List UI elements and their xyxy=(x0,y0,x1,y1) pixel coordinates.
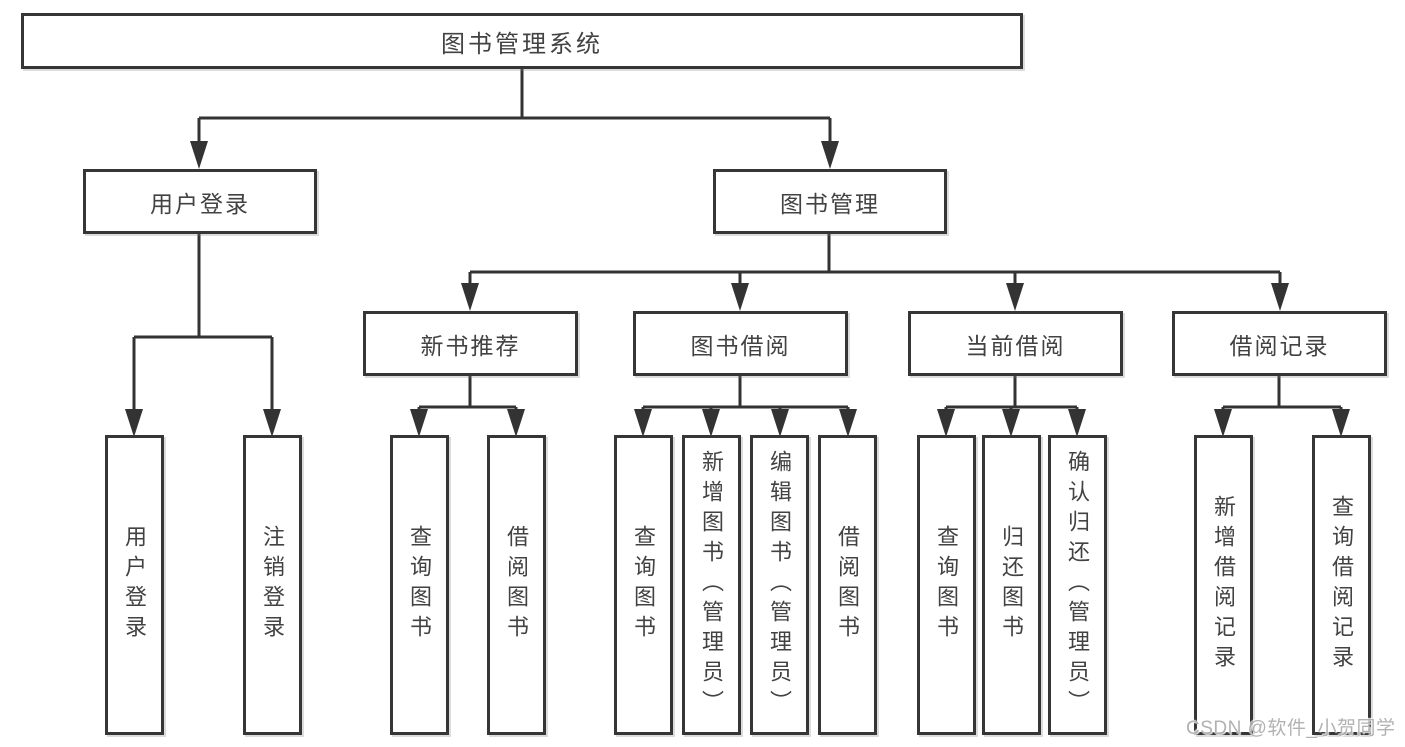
leaf-confirm-return-admin: 确认归还（管理员） xyxy=(1048,435,1107,735)
arrowhead-icon xyxy=(190,141,208,169)
connector-root-to-level2 xyxy=(197,69,832,144)
node-label: 借阅图书 xyxy=(504,525,530,645)
arrowhead-icon xyxy=(1214,409,1232,437)
arrowhead-icon xyxy=(634,409,652,437)
leaf-borrow-books-recommend: 借阅图书 xyxy=(487,435,546,735)
node-label: 图书管理系统 xyxy=(441,30,603,58)
arrowhead-icon xyxy=(1006,283,1024,311)
connector-book-borrow-to-leaves xyxy=(641,376,850,414)
node-label: 用户登录 xyxy=(150,190,250,217)
watermark: CSDN @软件_小贺同学 xyxy=(1186,718,1396,739)
node-label: 图书借阅 xyxy=(690,332,791,359)
connector-current-borrow-to-leaves xyxy=(944,376,1079,414)
arrowhead-icon xyxy=(1002,409,1020,437)
connector-borrow-records-to-leaves xyxy=(1221,376,1343,414)
connector-new-book-recommend-to-leaves xyxy=(417,376,518,414)
node-label: 确认归还（管理员） xyxy=(1065,450,1091,720)
node-root-system: 图书管理系统 xyxy=(21,13,1023,69)
node-book-management: 图书管理 xyxy=(713,169,947,234)
node-label: 编辑图书（管理员） xyxy=(767,450,793,720)
leaf-user-login: 用户登录 xyxy=(105,435,164,735)
node-label: 查询图书 xyxy=(407,525,433,645)
leaf-edit-books-admin: 编辑图书（管理员） xyxy=(750,435,809,735)
node-label: 注销登录 xyxy=(260,525,286,645)
node-borrow-records: 借阅记录 xyxy=(1172,311,1387,376)
leaf-query-borrow-record: 查询借阅记录 xyxy=(1312,435,1371,735)
node-label: 归还图书 xyxy=(999,525,1025,645)
node-label: 用户登录 xyxy=(122,525,148,645)
arrowhead-icon xyxy=(125,409,143,437)
leaf-query-books-current: 查询图书 xyxy=(917,435,976,735)
arrowhead-icon xyxy=(1271,283,1289,311)
arrowhead-icon xyxy=(461,283,479,311)
node-label: 新书推荐 xyxy=(420,332,521,359)
node-label: 新增图书（管理员） xyxy=(699,450,725,720)
node-label: 图书管理 xyxy=(780,190,880,217)
node-label: 借阅记录 xyxy=(1229,332,1330,359)
leaf-return-books: 归还图书 xyxy=(982,435,1041,735)
node-user-login: 用户登录 xyxy=(83,169,317,234)
arrowhead-icon xyxy=(263,409,281,437)
arrowhead-icon xyxy=(507,409,525,437)
arrowhead-icon xyxy=(1332,409,1350,437)
node-label: 新增借阅记录 xyxy=(1211,495,1237,675)
arrowhead-icon xyxy=(1068,409,1086,437)
node-label: 当前借阅 xyxy=(965,332,1066,359)
arrowhead-icon xyxy=(839,409,857,437)
node-new-book-recommend: 新书推荐 xyxy=(363,311,578,376)
node-current-borrow: 当前借阅 xyxy=(908,311,1123,376)
node-label: 查询图书 xyxy=(631,525,657,645)
node-label: 借阅图书 xyxy=(835,525,861,645)
leaf-add-books-admin: 新增图书（管理员） xyxy=(682,435,741,735)
leaf-logout: 注销登录 xyxy=(243,435,302,735)
arrowhead-icon xyxy=(410,409,428,437)
arrowhead-icon xyxy=(771,409,789,437)
leaf-query-books-borrow: 查询图书 xyxy=(614,435,673,735)
arrowhead-icon xyxy=(702,409,720,437)
leaf-borrow-books: 借阅图书 xyxy=(818,435,877,735)
connector-book-management-to-level3 xyxy=(468,234,1282,288)
node-label: 查询图书 xyxy=(934,525,960,645)
node-book-borrow: 图书借阅 xyxy=(633,311,848,376)
connector-user-login-to-leaves xyxy=(132,234,274,412)
leaf-add-borrow-record: 新增借阅记录 xyxy=(1194,435,1253,735)
node-label: 查询借阅记录 xyxy=(1329,495,1355,675)
arrowhead-icon xyxy=(821,141,839,169)
leaf-query-books-recommend: 查询图书 xyxy=(390,435,449,735)
arrowhead-icon xyxy=(937,409,955,437)
arrowhead-icon xyxy=(731,283,749,311)
